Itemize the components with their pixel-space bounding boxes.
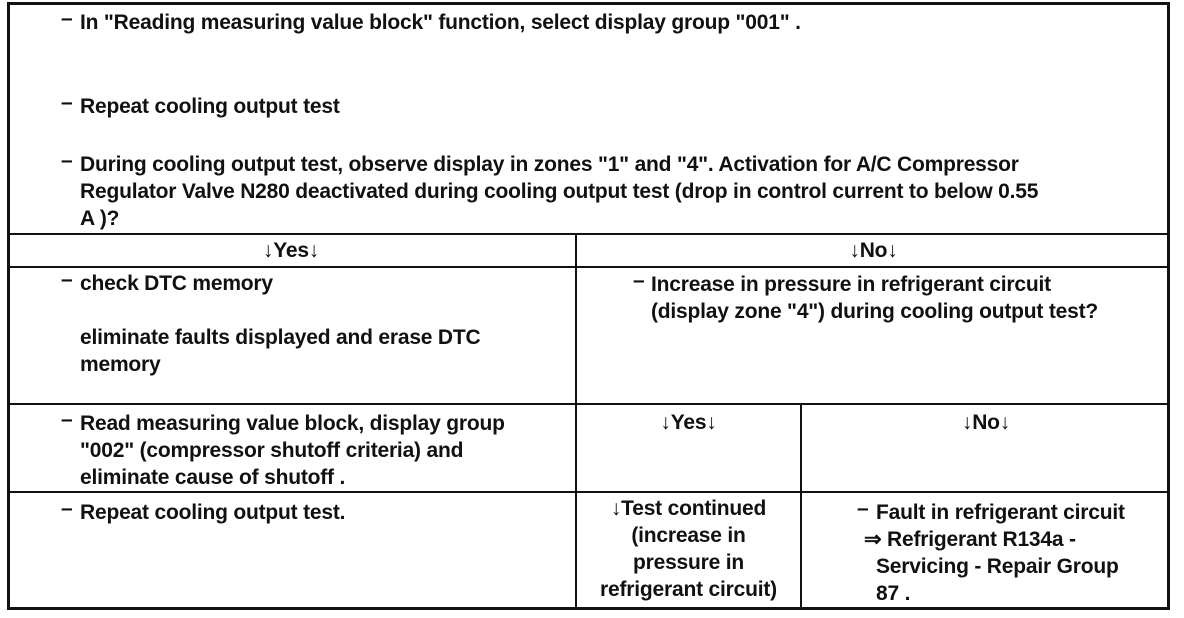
step-text: check DTC memory — [80, 272, 273, 295]
divider — [7, 491, 1170, 493]
result-text: pressure in — [632, 551, 744, 574]
result-text: Servicing - Repair Group — [876, 555, 1119, 578]
result-text: (increase in — [631, 524, 746, 547]
question-text: (display zone "4") during cooling output… — [651, 300, 1099, 323]
yes-branch-label: ↓Yes↓ — [262, 239, 320, 262]
divider — [800, 403, 802, 610]
no-branch-label: ↓No↓ — [849, 239, 898, 262]
yes-branch-label: ↓Yes↓ — [660, 411, 717, 434]
bullet-dash: – — [61, 91, 73, 114]
result-text: refrigerant circuit) — [600, 578, 777, 601]
question-text: Increase in pressure in refrigerant circ… — [651, 273, 1051, 296]
divider — [7, 403, 1170, 405]
step-text: Read measuring value block, display grou… — [80, 412, 505, 435]
result-text: 87 . — [876, 582, 911, 605]
step-text: In "Reading measuring value block" funct… — [80, 11, 801, 34]
bullet-dash: – — [61, 149, 73, 172]
bullet-dash: – — [61, 408, 73, 431]
step-text: "002" (compressor shutoff criteria) and — [80, 439, 464, 462]
table-frame — [7, 2, 1170, 610]
bullet-dash: – — [857, 497, 869, 520]
bullet-dash: – — [61, 497, 73, 520]
step-text: Regulator Valve N280 deactivated during … — [80, 180, 1039, 203]
step-text: memory — [80, 353, 161, 376]
no-branch-label: ↓No↓ — [961, 411, 1011, 434]
result-text: ⇒ Refrigerant R134a - — [864, 528, 1076, 551]
bullet-dash: – — [633, 269, 645, 292]
step-text: During cooling output test, observe disp… — [80, 153, 1019, 176]
bullet-dash: – — [61, 7, 73, 30]
step-text: Repeat cooling output test — [80, 95, 340, 118]
divider — [575, 233, 577, 610]
step-text: A )? — [80, 207, 120, 230]
step-text: eliminate cause of shutoff . — [80, 466, 346, 489]
result-text: Fault in refrigerant circuit — [876, 501, 1125, 524]
divider — [7, 266, 1170, 268]
step-text: eliminate faults displayed and erase DTC — [80, 326, 481, 349]
bullet-dash: – — [61, 268, 73, 291]
step-text: Repeat cooling output test. — [80, 501, 346, 524]
divider — [7, 233, 1170, 235]
result-text: ↓Test continued — [610, 497, 767, 520]
